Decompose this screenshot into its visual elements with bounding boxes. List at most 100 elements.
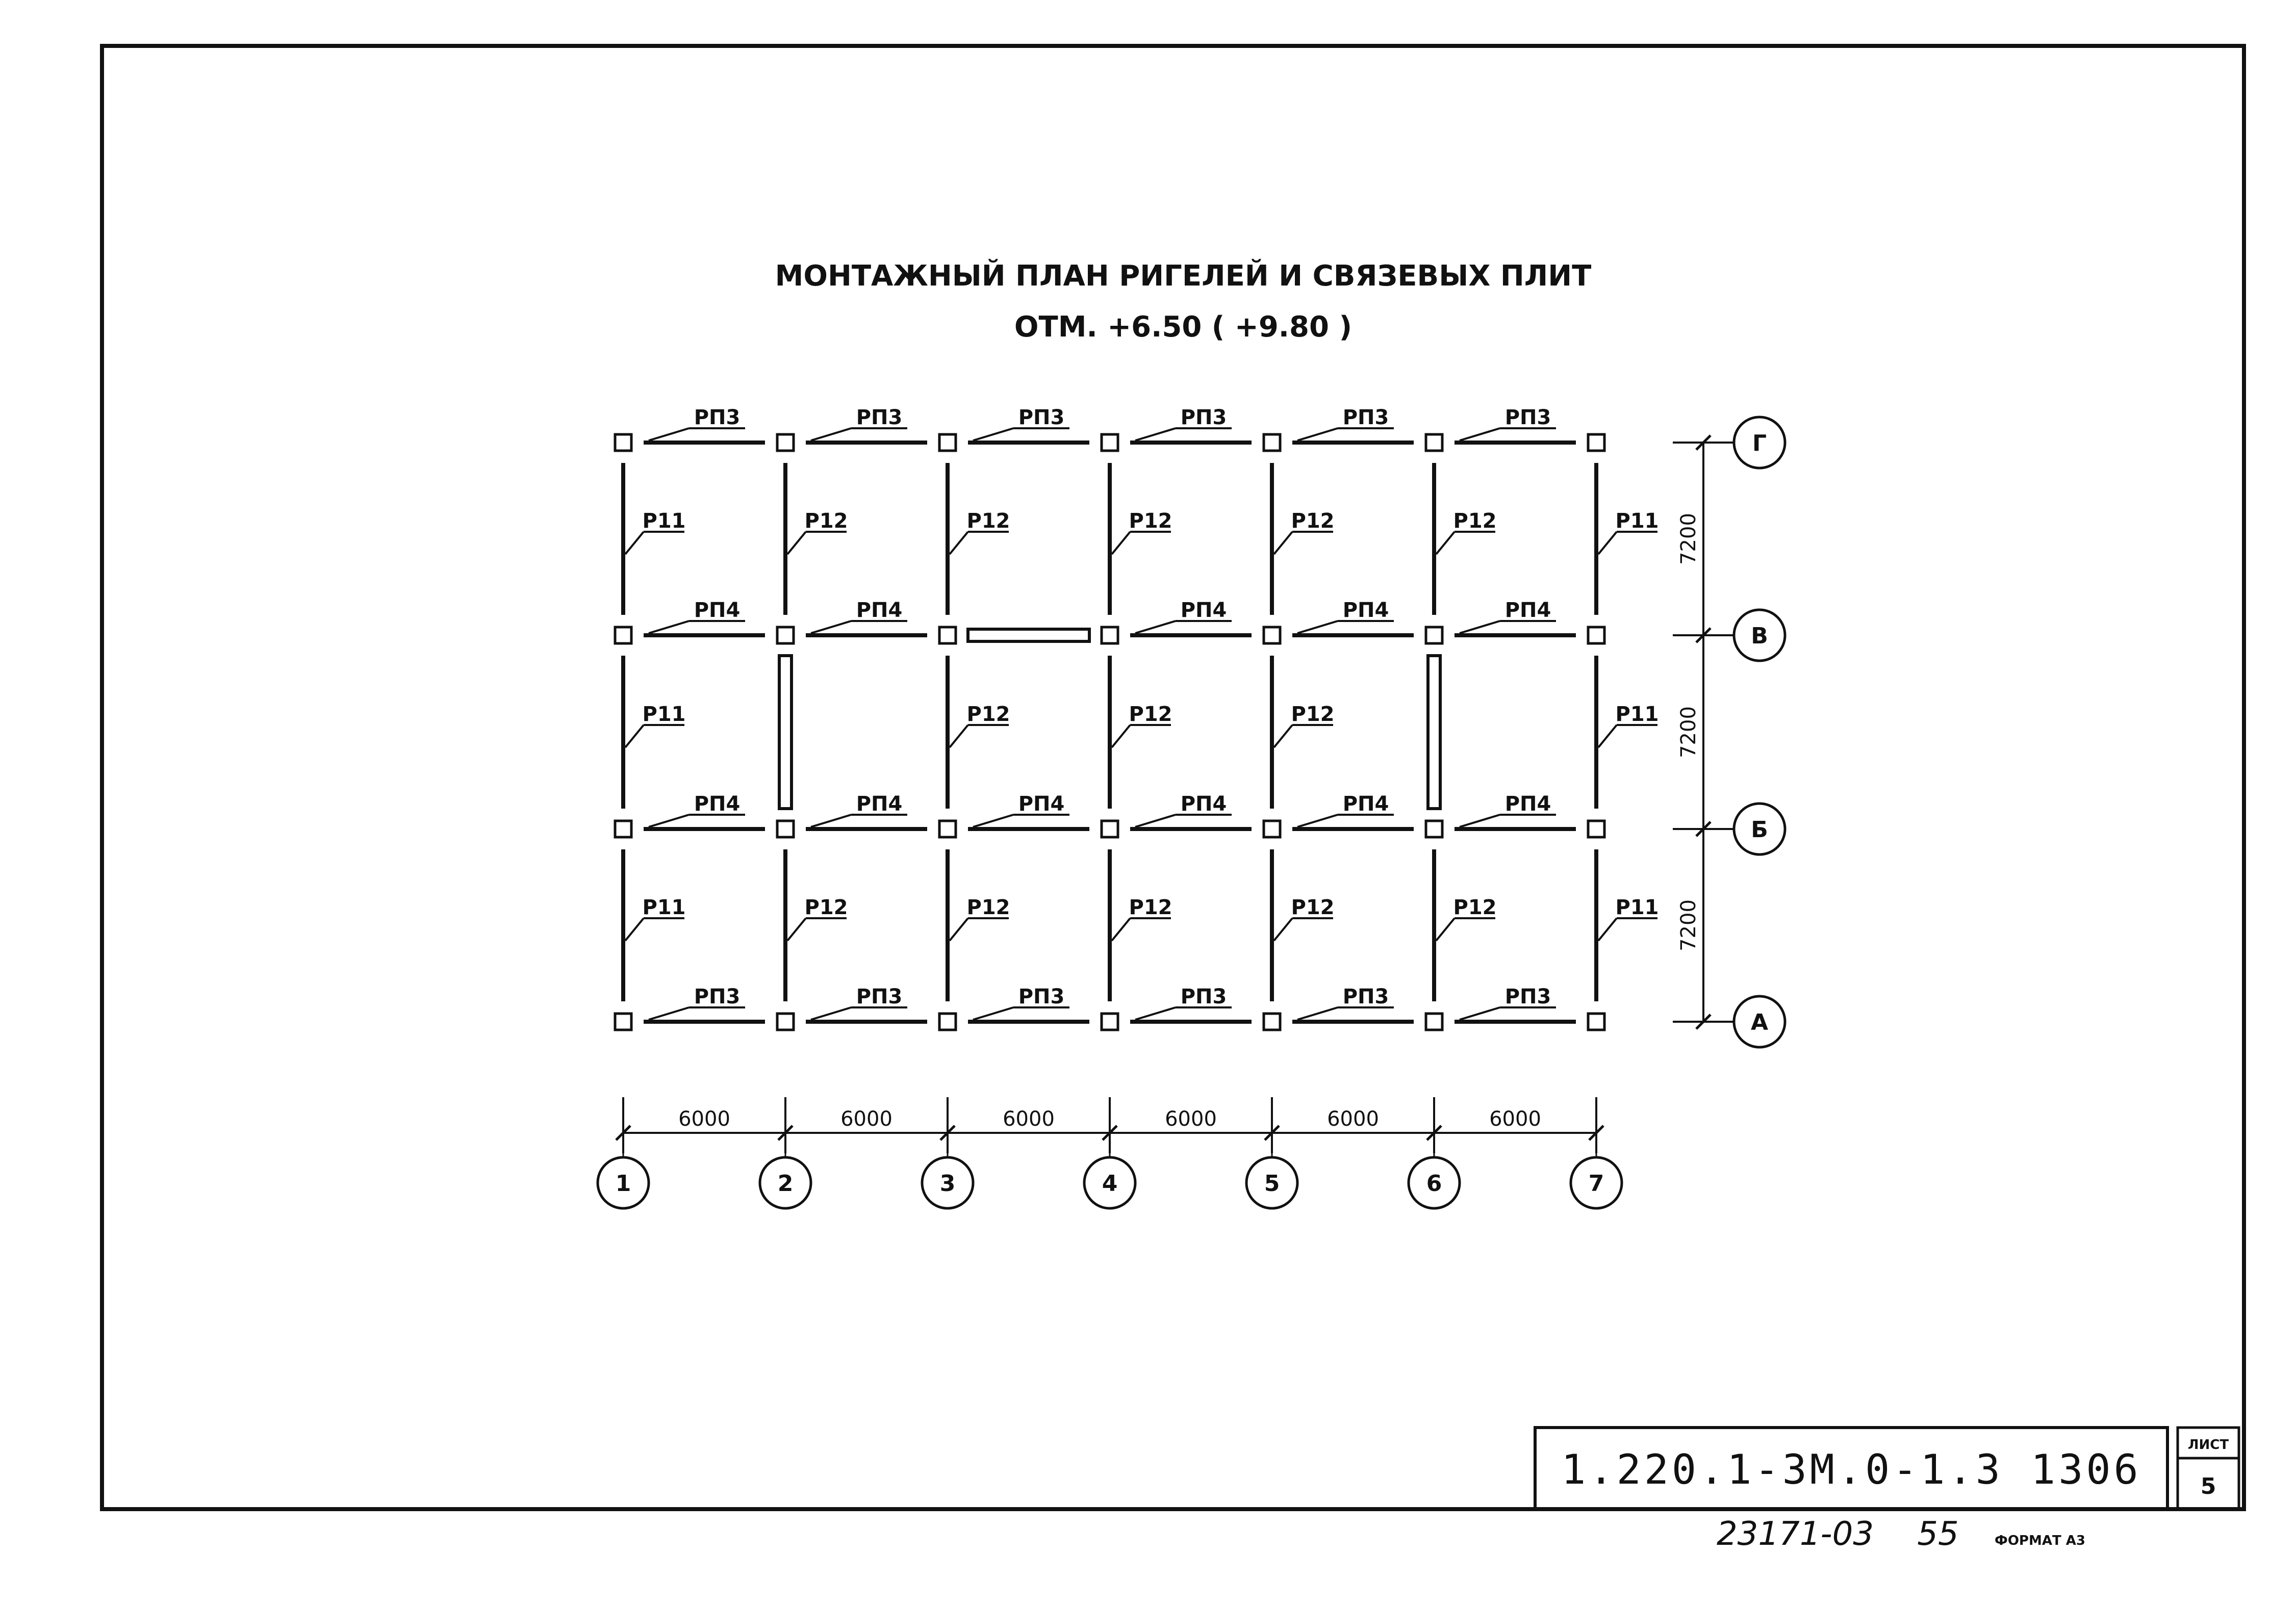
leader-line: [648, 814, 690, 828]
girder-label: Р11: [1616, 509, 1659, 533]
axis-label: А: [1751, 1009, 1768, 1035]
drawing-code: 1.220.1-3М.0-1.3 1306: [1561, 1446, 2141, 1493]
leader-line: [624, 917, 645, 942]
column-square: [1100, 819, 1119, 839]
leader-line: [810, 814, 852, 828]
column-square: [1424, 819, 1444, 839]
column-square: [1100, 433, 1119, 452]
column-square: [1424, 1012, 1444, 1031]
column-square: [776, 1012, 795, 1031]
leader-line: [810, 427, 852, 442]
column-square: [614, 433, 633, 452]
axis-label: 7: [1589, 1171, 1604, 1197]
column-square: [938, 1012, 957, 1031]
column-square: [938, 626, 957, 645]
sheet-number: 5: [2201, 1473, 2216, 1499]
axis-label: 3: [940, 1171, 956, 1197]
leader-line: [1297, 1006, 1338, 1021]
beam-label: РП4: [856, 792, 903, 816]
dimension-slash: [1695, 821, 1712, 837]
column-square: [776, 626, 795, 645]
dimension-slash: [1695, 434, 1712, 451]
leader-line: [973, 1006, 1014, 1021]
plan-elevation: ОТМ. +6.50 ( +9.80 ): [1014, 310, 1352, 344]
page-mark: 55: [1917, 1515, 1958, 1553]
leader-line: [1597, 917, 1618, 942]
beam-label: РП3: [694, 985, 741, 1008]
girder-label: Р11: [643, 896, 686, 919]
column-square: [1100, 626, 1119, 645]
beam-label: РП3: [856, 985, 903, 1008]
leader-line: [648, 1006, 690, 1021]
axis-bubble: [1732, 608, 1787, 662]
format-label: ФОРМАТ А3: [1995, 1533, 2085, 1548]
axis-label: В: [1751, 623, 1768, 649]
dimension-slash: [1695, 1014, 1712, 1030]
bay-dimension: 6000: [1165, 1107, 1217, 1131]
handwritten-number: 23171-03: [1717, 1515, 1874, 1553]
slab-element: [1426, 654, 1442, 810]
beam-label: РП4: [694, 792, 741, 816]
leader-line: [1459, 620, 1500, 634]
girder-label: Р12: [1291, 509, 1335, 533]
beam-label: РП3: [694, 406, 741, 429]
girder-label: Р12: [967, 703, 1010, 726]
column-square: [1100, 1012, 1119, 1031]
column-square: [1587, 433, 1606, 452]
leader-line: [624, 724, 645, 748]
leader-line: [1135, 1006, 1176, 1021]
girder-label: Р12: [1129, 509, 1172, 533]
axis-bubble: [758, 1156, 812, 1210]
leader-line: [648, 620, 690, 634]
girder-label: Р12: [1291, 896, 1335, 919]
girder-label: Р12: [967, 509, 1010, 533]
leader-line: [1597, 531, 1618, 555]
axis-label: 5: [1264, 1171, 1280, 1197]
axis-label: Б: [1751, 817, 1768, 843]
dimension-slash: [1264, 1125, 1280, 1141]
leader-line: [949, 917, 969, 942]
column-square: [1262, 626, 1282, 645]
column-square: [1262, 1012, 1282, 1031]
outer-frame: [100, 44, 2246, 1511]
leader-line: [1135, 620, 1176, 634]
beam-label: РП3: [1018, 406, 1065, 429]
stamp-code-box: [1534, 1426, 2169, 1511]
column-square: [614, 626, 633, 645]
girder-label: Р12: [1129, 896, 1172, 919]
leader-line: [1111, 917, 1131, 942]
girder-label: Р11: [1616, 703, 1659, 726]
axis-label: 2: [778, 1171, 794, 1197]
leader-line: [1459, 814, 1500, 828]
leader-line: [648, 427, 690, 442]
girder-label: Р12: [805, 896, 848, 919]
leader-line: [1297, 427, 1338, 442]
leader-line: [810, 1006, 852, 1021]
plan-title: МОНТАЖНЫЙ ПЛАН РИГЕЛЕЙ И СВЯЗЕВЫХ ПЛИТ: [775, 259, 1592, 293]
leader-line: [1273, 531, 1293, 555]
axis-bubble: [1732, 802, 1787, 856]
beam-label: РП4: [1505, 599, 1551, 622]
leader-line: [1435, 917, 1456, 942]
leader-line: [949, 724, 969, 748]
column-square: [1424, 626, 1444, 645]
beam-label: РП4: [1343, 792, 1389, 816]
column-square: [938, 433, 957, 452]
beam-label: РП4: [1181, 792, 1227, 816]
leader-line: [1273, 724, 1293, 748]
leader-line: [1297, 620, 1338, 634]
dimension-slash: [1695, 627, 1712, 643]
girder-label: Р11: [643, 703, 686, 726]
leader-line: [1597, 724, 1618, 748]
leader-line: [949, 531, 969, 555]
bay-dimension: 6000: [1003, 1107, 1055, 1131]
girder-label: Р11: [643, 509, 686, 533]
axis-label: 6: [1426, 1171, 1442, 1197]
leader-line: [1297, 814, 1338, 828]
beam-label: РП4: [1343, 599, 1389, 622]
axis-bubble: [1732, 995, 1787, 1049]
leader-line: [1435, 531, 1456, 555]
girder-label: Р12: [1291, 703, 1335, 726]
column-square: [1587, 819, 1606, 839]
